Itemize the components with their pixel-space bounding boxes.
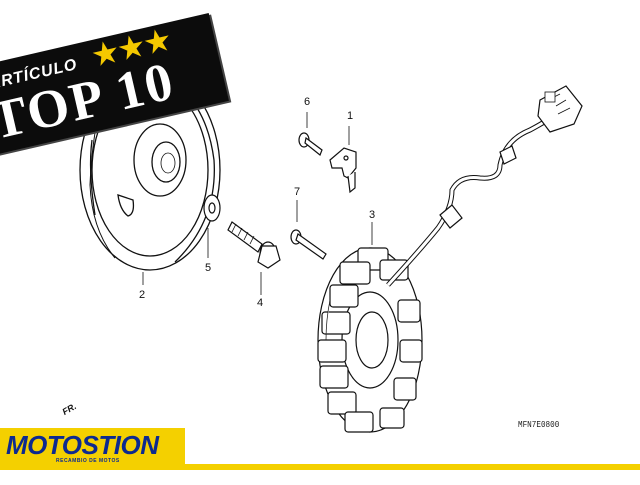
washer-part xyxy=(203,194,221,258)
brand-tagline: RECAMBIO DE MOTOS xyxy=(56,458,120,464)
callout-6: 6 xyxy=(304,96,311,108)
callout-4: 4 xyxy=(257,297,264,309)
flywheel-bolt-part xyxy=(227,221,281,295)
callout-5: 5 xyxy=(205,262,212,274)
brand-stripe xyxy=(0,464,640,470)
callout-3: 3 xyxy=(369,209,376,221)
stator-part xyxy=(317,85,583,433)
brand-logo: MOTOSTION xyxy=(6,430,159,460)
brand-bar: MOTOSTION RECAMBIO DE MOTOS xyxy=(0,428,640,480)
diagram-code: MFN7E0800 xyxy=(518,420,560,430)
callout-2: 2 xyxy=(139,289,146,301)
brand-logo-background xyxy=(0,428,185,468)
small-bolt-6-part xyxy=(298,112,323,156)
small-bolt-7-part xyxy=(290,200,327,260)
callout-1: 1 xyxy=(347,110,354,122)
callout-7: 7 xyxy=(294,186,301,198)
bracket-part xyxy=(329,126,357,194)
